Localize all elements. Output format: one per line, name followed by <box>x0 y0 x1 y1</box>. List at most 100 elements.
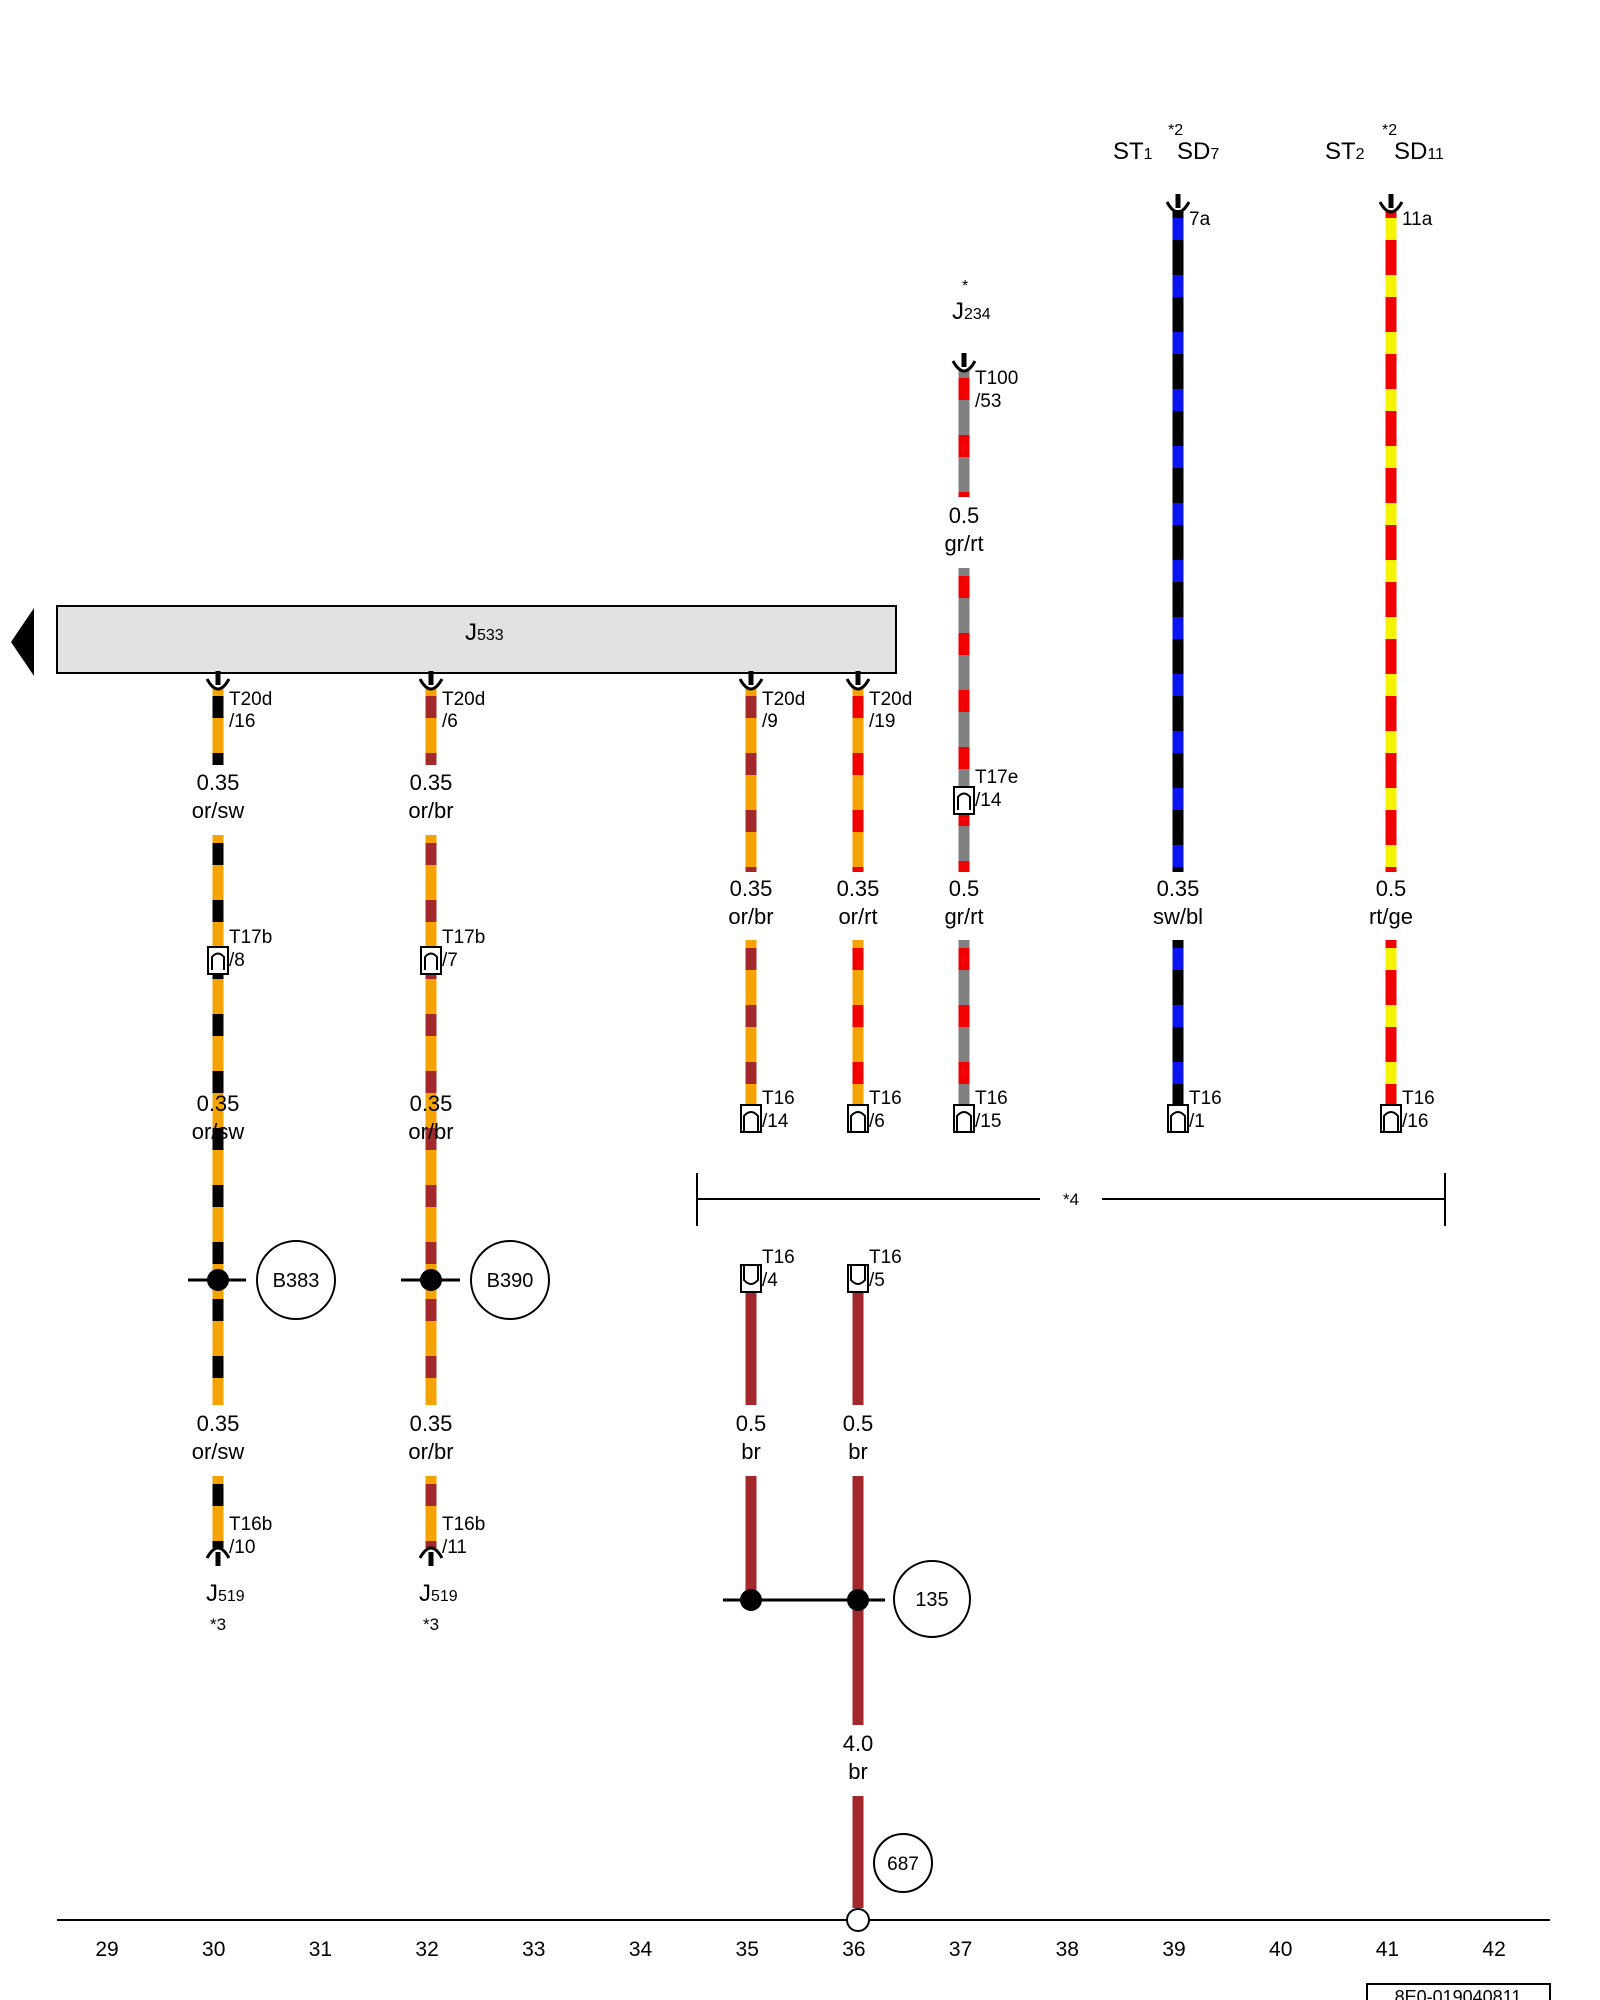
plug-connector-icon <box>1380 1104 1402 1133</box>
sd11-star: *2 <box>1382 122 1397 139</box>
wire-stripe <box>1385 503 1397 525</box>
wire-stripe <box>958 1062 970 1084</box>
wire-stripe <box>1385 788 1397 810</box>
wire-stripe <box>212 1299 224 1321</box>
wire-stripe <box>425 900 437 922</box>
j519-note: *3 <box>423 1615 439 1634</box>
wire-stripe <box>1385 731 1397 753</box>
splice-b383: B383 <box>188 1240 336 1320</box>
wire-segment <box>852 688 864 872</box>
pin-label: T16 <box>1189 1088 1222 1109</box>
pin-label: T16 <box>1402 1088 1435 1109</box>
wire-stripe <box>1172 948 1184 970</box>
inline-connector-icon <box>420 946 442 975</box>
wire-color: or/br <box>408 1119 453 1144</box>
splice-b390: B390 <box>401 1240 550 1320</box>
wire-segment <box>745 688 757 872</box>
wire-stripe <box>745 810 757 832</box>
wire-stripe <box>958 861 970 872</box>
wire-color: or/br <box>408 1439 453 1464</box>
wire-segment <box>852 1796 864 1908</box>
pin-label: /1 <box>1189 1111 1205 1132</box>
wire-stripe <box>1172 332 1184 354</box>
wire-stripe <box>1385 1005 1397 1027</box>
pin-label: T20d <box>229 689 272 710</box>
pin-label: 11a <box>1402 209 1433 230</box>
pin-label: T20d <box>762 689 805 710</box>
connector-layer: T20d /16 T17b /8 T16b /10 T20d /6 T17b /… <box>205 194 1435 1566</box>
connector-terminal-icon <box>1165 194 1191 214</box>
pin-label: /11 <box>442 1537 467 1558</box>
wire-stripe <box>425 1128 437 1150</box>
pin-label: /14 <box>975 790 1002 811</box>
wire-size: 0.5 <box>1376 876 1407 901</box>
wire-stripe <box>958 948 970 970</box>
wire-stripe <box>1172 788 1184 810</box>
pin-label: T20d <box>869 689 912 710</box>
plug-connector-icon <box>740 1264 762 1293</box>
pin-label: /53 <box>975 391 1001 412</box>
wire-stripe <box>212 1484 224 1506</box>
wire-stripe <box>1385 1062 1397 1084</box>
wire-stripe <box>1172 503 1184 525</box>
plug-connector-icon <box>953 1104 975 1133</box>
wire-stripe <box>1172 674 1184 696</box>
sd7-star: *2 <box>1168 122 1183 139</box>
wire-stripe <box>1172 560 1184 582</box>
wire-stripe <box>1385 218 1397 240</box>
wire-stripe <box>1385 275 1397 297</box>
wire-stripe <box>425 843 437 865</box>
wire-stripe <box>1385 446 1397 468</box>
drawing-id: 8E0-019040811 <box>1395 1987 1522 2000</box>
wire-stripe <box>958 633 970 655</box>
pin-label: /7 <box>442 950 458 971</box>
wire-stripe <box>425 1014 437 1036</box>
wire-color: or/br <box>728 904 773 929</box>
wire-color: or/rt <box>838 904 877 929</box>
connector-terminal-icon <box>418 671 444 691</box>
splice-label: B390 <box>487 1270 534 1292</box>
wire-stripe <box>745 867 757 872</box>
wire-stripe <box>425 1356 437 1378</box>
wire-stripe <box>852 1062 864 1084</box>
pin-label: /19 <box>869 711 895 732</box>
pin-label: T16 <box>869 1088 902 1109</box>
pin-label: T16b <box>442 1514 485 1535</box>
wire-segment <box>745 1293 757 1405</box>
splice-135: 135 <box>723 1560 971 1638</box>
wire-segment <box>212 835 224 1405</box>
wire-stripe <box>1172 218 1184 240</box>
wire-size: 0.35 <box>197 770 240 795</box>
pin-label: /6 <box>442 711 458 732</box>
connector-terminal-icon <box>1378 194 1404 214</box>
wire-size: 0.35 <box>837 876 880 901</box>
wire-segment <box>958 568 970 872</box>
wire-size: 0.35 <box>197 1411 240 1436</box>
st2-label: ST2 <box>1325 138 1365 165</box>
wire-stripe <box>1172 1005 1184 1027</box>
track-number: 42 <box>1482 1938 1505 1961</box>
wire-stripe <box>425 753 437 765</box>
connector-terminal-icon <box>845 671 871 691</box>
wire-stripe <box>1385 617 1397 639</box>
wire-stripe <box>425 1242 437 1264</box>
wire-stripe <box>745 948 757 970</box>
j519-label: J519 <box>419 1580 458 1607</box>
wire-stripe <box>1172 845 1184 867</box>
pin-label: T17b <box>442 927 485 948</box>
wire-stripe <box>212 753 224 765</box>
wire-color: rt/ge <box>1369 904 1413 929</box>
wire-stripe <box>1172 275 1184 297</box>
pin-label: /9 <box>762 711 778 732</box>
track-number: 41 <box>1376 1938 1399 1961</box>
wire-stripe <box>425 1071 437 1093</box>
wire-size: 0.35 <box>730 876 773 901</box>
wire-color: br <box>741 1439 761 1464</box>
wire-stripe <box>425 1185 437 1207</box>
track-number: 40 <box>1269 1938 1292 1961</box>
wire-size: 0.5 <box>736 1411 767 1436</box>
connector-terminal-icon <box>205 1546 231 1566</box>
wire-size: 0.5 <box>949 503 980 528</box>
wire-stripe <box>212 1128 224 1150</box>
